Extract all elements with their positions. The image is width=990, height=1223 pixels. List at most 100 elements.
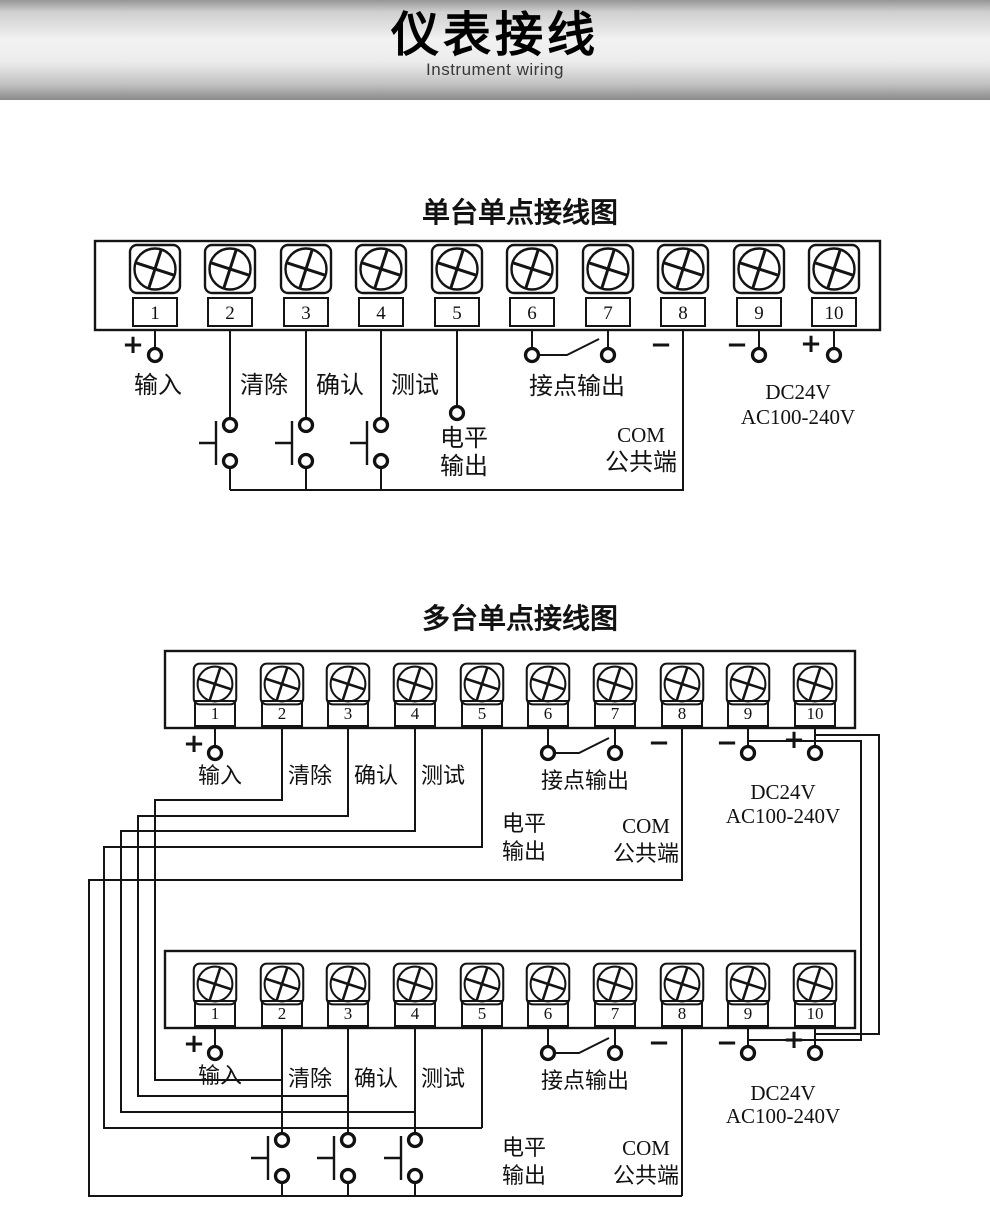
terminal-number: 5	[478, 1004, 487, 1023]
screw-terminal-icon	[525, 962, 571, 1006]
screw-terminal-icon	[581, 243, 635, 295]
terminal-point-icon	[806, 744, 824, 762]
screw-terminal-icon	[392, 962, 438, 1006]
label-power-dc: DC24V	[765, 380, 830, 404]
screw-terminal-icon	[807, 243, 861, 295]
terminal-point-icon	[599, 346, 617, 364]
terminal-number: 6	[527, 303, 537, 324]
label-common: 公共端	[613, 1163, 679, 1188]
push-button-icon	[348, 416, 390, 470]
label-clear: 清除	[240, 372, 288, 399]
screw-terminal-icon	[792, 662, 838, 706]
label-contact-output: 接点输出	[529, 373, 625, 400]
label-level-output: 输出	[440, 453, 488, 480]
screw-terminal-icon	[203, 243, 257, 295]
screw-terminal-icon	[430, 243, 484, 295]
switch-contact-icon	[555, 737, 610, 754]
terminal-number: 9	[754, 303, 764, 324]
terminal-number: 6	[544, 1004, 553, 1023]
label-input: 输入	[198, 763, 242, 788]
push-button-icon	[249, 1131, 291, 1185]
terminal-number: 1	[150, 303, 160, 324]
wires-2	[88, 728, 880, 1197]
terminal-number: 10	[807, 704, 824, 723]
polarity-minus: −	[716, 1028, 738, 1058]
push-buttons-1	[197, 416, 390, 470]
terminal-point-icon	[825, 346, 843, 364]
terminal-number: 6	[544, 704, 553, 723]
terminal-point-icon	[739, 744, 757, 762]
polarity-minus: −	[648, 728, 670, 758]
screw-terminal-icon	[325, 662, 371, 706]
screw-terminal-icon	[259, 662, 305, 706]
terminal-number: 3	[344, 704, 353, 723]
polarity-plus: +	[783, 725, 805, 755]
screw-terminal-icon	[525, 662, 571, 706]
diagram-multi-unit: 多台单点接线图 1 2 3 4 5 6 7 8 9	[88, 602, 880, 1197]
label-confirm: 确认	[354, 1066, 398, 1091]
label-com: COM	[622, 1136, 670, 1160]
diagram-single-unit: 单台单点接线图 1 2 3 4 5 6 7 8 9 10	[93, 196, 882, 491]
labels-1: + − − + 输入 清除 确认 测试 接点输出 电平 输出 COM 公共端 D…	[122, 329, 855, 480]
terminal-point-icon	[750, 346, 768, 364]
terminal-number: 2	[225, 303, 235, 324]
switch-contact-icon	[555, 1037, 610, 1054]
screw-terminal-icon	[725, 962, 771, 1006]
label-power-ac: AC100-240V	[741, 405, 855, 429]
terminal-number: 4	[411, 1004, 420, 1023]
label-test: 测试	[391, 372, 439, 399]
screw-terminal-icon	[354, 243, 408, 295]
terminal-number: 1	[211, 1004, 220, 1023]
terminal-strip-2a: 1 2 3 4 5 6 7 8 9 10	[163, 649, 857, 730]
terminal-point-icon	[539, 1044, 557, 1062]
switch-contact-icon	[539, 338, 600, 356]
terminal-point-icon	[206, 1044, 224, 1062]
terminal-point-icon	[739, 1044, 757, 1062]
terminal-point-icon	[206, 744, 224, 762]
screw-terminal-icon	[725, 662, 771, 706]
screw-terminal-icon	[192, 962, 238, 1006]
screw-terminal-icon	[459, 662, 505, 706]
terminal-numbers-1: 1 2 3 4 5 6 7 8 9 10	[132, 297, 857, 327]
terminal-number: 10	[825, 303, 844, 324]
terminal-number: 7	[611, 1004, 620, 1023]
terminal-number: 2	[278, 704, 287, 723]
terminal-numbers-2a: 1 2 3 4 5 6 7 8 9 10	[194, 700, 836, 727]
terminal-number: 1	[211, 704, 220, 723]
terminal-point-icon	[606, 744, 624, 762]
polarity-plus: +	[183, 1029, 205, 1059]
screw-terminal-icon	[128, 243, 182, 295]
terminal-number: 3	[301, 303, 311, 324]
terminal-number: 7	[603, 303, 613, 324]
terminal-number: 5	[452, 303, 462, 324]
screw-terminal-icon	[659, 962, 705, 1006]
terminal-point-icon	[806, 1044, 824, 1062]
label-power-dc: DC24V	[750, 780, 815, 804]
screw-terminal-icon	[392, 662, 438, 706]
label-confirm: 确认	[354, 763, 398, 788]
label-com: COM	[617, 423, 665, 447]
label-level-output: 输出	[502, 1163, 546, 1188]
terminal-number: 9	[744, 704, 753, 723]
label-test: 测试	[421, 1066, 465, 1091]
screw-terminal-icon	[505, 243, 559, 295]
screw-terminal-icon	[592, 662, 638, 706]
page-subtitle: Instrument wiring	[426, 59, 564, 79]
labels-2a: + − − + 输入 清除 确认 测试 接点输出 电平 输出 COM 公共端 D…	[183, 725, 840, 866]
label-level-output: 电平	[440, 425, 488, 452]
terminal-points-2	[206, 744, 824, 1062]
terminal-points-1	[146, 346, 843, 422]
push-button-icon	[273, 416, 315, 470]
terminal-number: 8	[678, 704, 687, 723]
diagram1-title: 单台单点接线图	[422, 196, 618, 228]
terminal-number: 4	[411, 704, 420, 723]
label-power-ac: AC100-240V	[726, 1104, 840, 1128]
polarity-plus: +	[800, 329, 822, 359]
terminal-number: 10	[807, 1004, 824, 1023]
polarity-plus: +	[122, 330, 144, 360]
label-input: 输入	[134, 372, 182, 399]
push-button-icon	[382, 1131, 424, 1185]
screw-terminal-icon	[192, 662, 238, 706]
labels-2b: + − − + 输入 清除 确认 测试 接点输出 电平 输出 COM 公共端 D…	[183, 1025, 840, 1188]
